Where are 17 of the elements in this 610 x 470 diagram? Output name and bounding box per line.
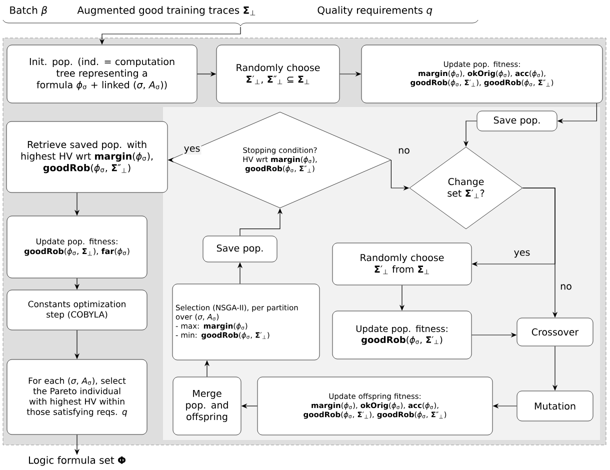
input-label: Quality requirements q [318,6,432,16]
input-label: Augmented good training traces Σ$_{⊥}$ [77,6,256,16]
process-box: Save pop. [476,110,558,132]
process-box: Init. pop. (ind. = computation tree representing a formula ϕ$_{σ}$ + linked (σ, A$_{σ}$)) [6,44,198,104]
process-box: Save pop. [202,236,278,262]
process-box: Constants optimization step (COBYLA) [6,290,148,330]
process-box: Merge pop. and offspring [172,376,242,436]
process-box: Mutation [516,390,594,422]
output-label: Logic formula set Φ [28,456,126,466]
input-label: Batch β [10,6,47,16]
process-box: Update pop. fitness: goodRob(ϕ$_{σ}$, Σ$_{⊥}$), far(ϕ$_{σ}$) [6,216,148,278]
process-box: For each (σ, A$_{σ}$), select the Pareto individual with highest HV within those satisfying reqs. q [6,359,148,435]
process-box: Randomly choose Σ′$_{⊥}$, Σ″$_{⊥}$ ⊆ Σ$_{⊥}$ [216,44,340,104]
process-box: Crossover [516,318,594,346]
process-box: Randomly choose Σ′$_{⊥}$ from Σ$_{⊥}$ [332,242,472,286]
process-box: Update pop. fitness: goodRob(ϕ$_{σ}$, Σ′$_{⊥}$) [332,310,472,360]
process-box: Retrieve saved pop. with highest HV wrt margin(ϕ$_{σ}$), goodRob(ϕ$_{σ}$, Σ″$_{⊥}$) [6,121,168,193]
